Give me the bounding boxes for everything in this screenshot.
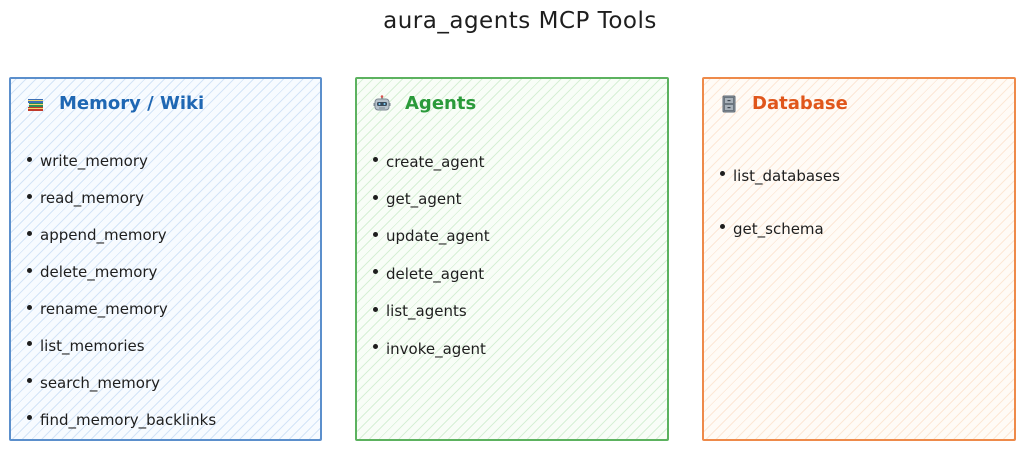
tool-name: write_memory	[40, 152, 148, 171]
bullet	[373, 231, 378, 237]
tool-name: delete_memory	[40, 263, 158, 282]
tool-name: invoke_agent	[386, 339, 486, 358]
list-item: rename_memory	[27, 291, 216, 328]
list-item: create_agent	[373, 143, 490, 180]
list-item: list_memories	[27, 327, 216, 364]
memory-panel-heading: Memory / Wiki	[27, 93, 204, 114]
list-item: delete_memory	[27, 254, 216, 291]
bullet	[27, 415, 32, 421]
bullet	[27, 267, 32, 273]
bullet	[720, 224, 725, 229]
list-item: search_memory	[27, 364, 216, 401]
bullet	[27, 378, 32, 384]
bullet	[720, 171, 725, 176]
tool-name: get_schema	[733, 219, 824, 238]
database-panel-heading: Database	[720, 93, 848, 114]
memory-wiki-panel: Memory / Wiki write_memory read_memory a…	[9, 77, 322, 441]
list-item: list_agents	[373, 293, 490, 330]
robot-icon	[373, 94, 391, 113]
list-item: write_memory	[27, 143, 216, 180]
memory-tool-list: write_memory read_memory append_memory d…	[27, 143, 216, 438]
list-item: get_agent	[373, 180, 490, 217]
bullet	[27, 156, 32, 162]
tool-name: list_agents	[386, 302, 467, 321]
tool-name: get_agent	[386, 190, 462, 209]
bullet	[27, 304, 32, 310]
bullet	[27, 193, 32, 199]
diagram-title: aura_agents MCP Tools	[383, 8, 657, 34]
agents-panel-heading: Agents	[373, 93, 476, 114]
bullet	[27, 341, 32, 347]
agents-panel: Agents create_agent get_agent update_age…	[355, 77, 669, 441]
tool-name: delete_agent	[386, 264, 485, 283]
database-panel: Database list_databases get_schema	[702, 77, 1016, 441]
database-panel-title: Database	[752, 93, 848, 114]
bullet	[373, 194, 378, 200]
bullet	[373, 344, 378, 350]
list-item: append_memory	[27, 217, 216, 254]
tool-name: list_databases	[733, 166, 840, 185]
bullet	[373, 306, 378, 312]
tool-name: read_memory	[40, 189, 144, 208]
list-item: invoke_agent	[373, 330, 490, 367]
file-cabinet-icon	[720, 95, 738, 113]
list-item: delete_agent	[373, 255, 490, 292]
panel-hatch-fill	[704, 79, 1014, 439]
tool-name: update_agent	[386, 227, 490, 246]
list-item: get_schema	[720, 202, 840, 255]
tool-name: append_memory	[40, 226, 167, 245]
list-item: list_databases	[720, 149, 840, 202]
bullet	[373, 269, 378, 275]
tool-name: list_memories	[40, 336, 145, 355]
tool-name: search_memory	[40, 373, 160, 392]
list-item: read_memory	[27, 180, 216, 217]
agents-tool-list: create_agent get_agent update_agent dele…	[373, 143, 490, 367]
memory-panel-title: Memory / Wiki	[59, 93, 205, 114]
tool-name: rename_memory	[40, 300, 168, 318]
database-tool-list: list_databases get_schema	[720, 149, 840, 255]
bullet	[373, 157, 378, 163]
tool-name: find_memory_backlinks	[40, 410, 217, 429]
list-item: find_memory_backlinks	[27, 401, 216, 438]
agents-panel-title: Agents	[405, 93, 477, 114]
books-icon	[27, 95, 45, 113]
list-item: update_agent	[373, 218, 490, 255]
tool-name: create_agent	[386, 152, 485, 171]
bullet	[27, 230, 32, 236]
